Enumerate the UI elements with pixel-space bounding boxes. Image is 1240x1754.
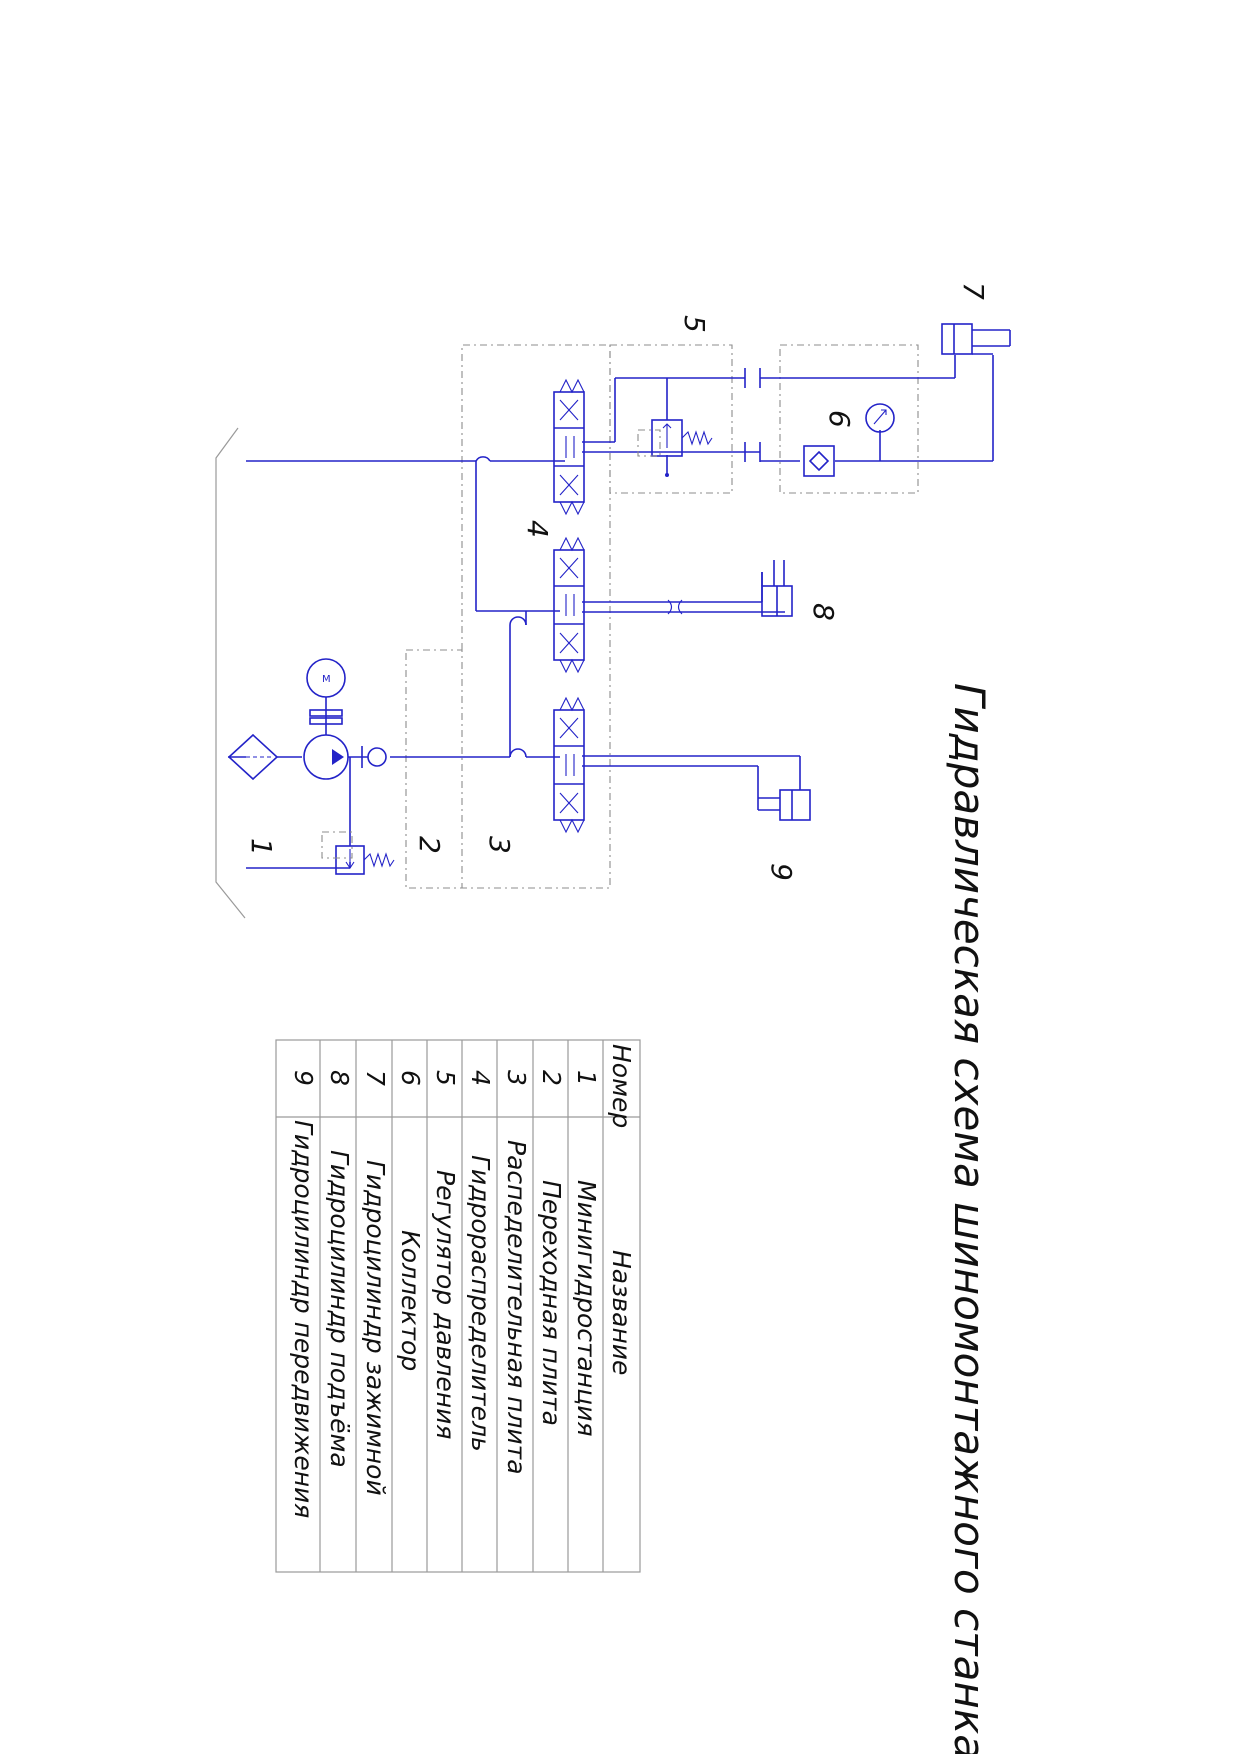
collector-frame <box>779 344 919 494</box>
label-4: 4 <box>521 520 554 538</box>
motor-label: M <box>322 674 331 685</box>
table-row-name: Гидроцилиндр подъёма <box>325 1150 354 1468</box>
table-header-number: Номер <box>607 1044 636 1128</box>
table-row-name: Регулятор давления <box>431 1170 460 1439</box>
pressure-regulator <box>637 419 713 477</box>
label-6: 6 <box>823 410 856 428</box>
table-row-name: Коллектор <box>396 1230 425 1371</box>
table-row-name: Распеделительная плита <box>502 1140 531 1475</box>
table-row-number: 4 <box>466 1070 495 1086</box>
label-1: 1 <box>245 838 278 856</box>
table-row-name: Гидроцилиндр зажимной <box>361 1160 390 1496</box>
label-5: 5 <box>678 315 711 333</box>
table-row-name: Переходная плита <box>537 1180 566 1426</box>
directional-valve-8 <box>553 536 585 674</box>
cylinder-9-travel <box>758 789 811 821</box>
table-header-name: Название <box>607 1250 636 1375</box>
table-row-name: Гидрораспределитель <box>466 1155 495 1452</box>
filter-symbol <box>227 733 279 781</box>
directional-valve-9 <box>553 696 585 834</box>
table-border <box>275 1039 641 1573</box>
diagram-title: Гидравлическая схема шиномонтажного стан… <box>945 683 994 1754</box>
relief-valve <box>321 831 395 875</box>
table-row-number: 5 <box>431 1070 460 1086</box>
collector-block <box>803 445 835 477</box>
table-row-number: 6 <box>396 1070 425 1086</box>
label-9: 9 <box>765 863 798 881</box>
table-row-number: 3 <box>502 1070 531 1086</box>
tank-outline <box>215 427 246 919</box>
table-row-number: 8 <box>325 1070 354 1086</box>
table-row-number: 7 <box>361 1070 390 1086</box>
components-table: Номер Название 1 Минигидростанция 2 Пере… <box>275 1039 641 1573</box>
label-3: 3 <box>483 836 516 854</box>
adapter-plate-frame <box>405 649 463 889</box>
directional-valve-4 <box>553 378 585 516</box>
pressure-regulator-frame <box>609 344 733 494</box>
table-row-number: 9 <box>289 1070 318 1086</box>
assembly-frames <box>405 344 919 889</box>
check-valve <box>361 746 387 768</box>
pressure-gauge-icon <box>865 403 895 433</box>
cylinder-7-clamp <box>941 323 1011 355</box>
cylinder-8-lift <box>761 560 793 617</box>
label-2: 2 <box>413 836 446 854</box>
table-row-name: Гидроцилиндр передвижения <box>289 1120 318 1518</box>
label-7: 7 <box>957 282 990 300</box>
table-row-number: 1 <box>572 1070 601 1086</box>
table-row-number: 2 <box>537 1070 566 1086</box>
table-row-name: Минигидростанция <box>572 1180 601 1437</box>
pump-symbol <box>303 734 349 780</box>
electric-motor: M <box>306 658 346 698</box>
coupling-symbol <box>309 697 343 735</box>
label-8: 8 <box>807 603 840 621</box>
throttle-symbol <box>667 599 683 615</box>
